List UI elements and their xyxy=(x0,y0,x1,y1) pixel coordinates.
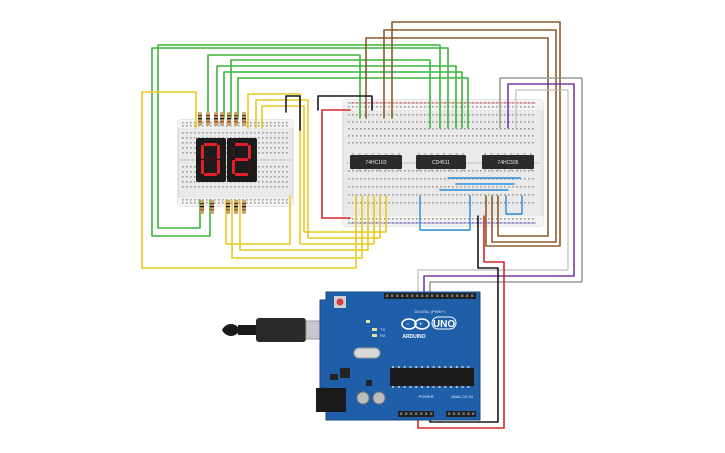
chip-label: CD4511 xyxy=(432,160,450,166)
wire-yellow[interactable] xyxy=(231,195,363,259)
resistor[interactable] xyxy=(210,200,214,214)
wire-yellow[interactable] xyxy=(225,195,291,245)
segment-e xyxy=(201,160,204,174)
segment-f xyxy=(201,145,204,159)
decimal-point xyxy=(221,173,225,177)
rx-label: RX xyxy=(380,333,386,338)
resistor[interactable] xyxy=(200,200,204,214)
chip-cd4511[interactable]: CD4511 xyxy=(416,155,466,169)
brand-name: ARDUINO xyxy=(402,334,425,340)
wire-yellow[interactable] xyxy=(141,91,357,269)
resistor[interactable] xyxy=(234,112,238,126)
atmega-chip xyxy=(390,368,474,386)
arduino-uno-board[interactable]: DIGITAL (PWM~) − + UNO ARDUINO TX RX xyxy=(316,291,481,421)
tx-label: TX xyxy=(380,327,385,332)
segment-g xyxy=(235,158,248,161)
power-header-label: POWER xyxy=(418,394,433,399)
resistor[interactable] xyxy=(242,200,246,214)
segment-c xyxy=(248,160,251,174)
resistor[interactable] xyxy=(220,112,224,126)
wire-brown[interactable] xyxy=(383,29,557,243)
resistor[interactable] xyxy=(198,112,202,126)
tx-led xyxy=(372,328,377,331)
wire-green[interactable] xyxy=(207,54,361,119)
segment-g xyxy=(204,158,217,161)
segment-b xyxy=(248,145,251,159)
wire-gray[interactable] xyxy=(429,77,583,295)
wire-green[interactable] xyxy=(151,47,449,237)
resistor[interactable] xyxy=(227,112,231,126)
wire-green[interactable] xyxy=(157,44,441,229)
usb-cable[interactable] xyxy=(222,318,331,342)
analog-header-label: ANALOG IN xyxy=(451,394,473,399)
svg-text:−: − xyxy=(406,322,410,328)
wire-red[interactable] xyxy=(417,215,505,429)
power-jack[interactable] xyxy=(316,388,346,412)
chip-74hc163[interactable]: 74HC163 xyxy=(350,155,402,169)
rx-led xyxy=(372,334,377,337)
wire-brown[interactable] xyxy=(391,21,561,247)
svg-text:+: + xyxy=(419,322,423,328)
board-model: UNO xyxy=(433,319,455,330)
segment-d xyxy=(235,173,248,176)
resistor[interactable] xyxy=(226,200,230,214)
decimal-point xyxy=(252,173,256,177)
wire-yellow[interactable] xyxy=(261,105,387,233)
wire-yellow[interactable] xyxy=(239,195,369,251)
seven-segment-display-ones xyxy=(227,138,257,182)
wire-green[interactable] xyxy=(237,77,469,129)
wire-yellow[interactable] xyxy=(255,99,381,239)
wire-yellow[interactable] xyxy=(247,93,375,245)
capacitor xyxy=(372,391,386,405)
digital-header-label: DIGITAL (PWM~) xyxy=(415,309,447,314)
segment-a xyxy=(235,143,248,146)
segment-a xyxy=(204,143,217,146)
capacitor xyxy=(356,391,370,405)
wire-black[interactable] xyxy=(317,95,373,111)
chip-label: 74HC595 xyxy=(497,160,518,166)
chip-74hc595[interactable]: 74HC595 xyxy=(482,155,534,169)
segment-b xyxy=(217,145,220,159)
seven-segment-display-tens xyxy=(196,138,226,182)
resistor[interactable] xyxy=(234,200,238,214)
resistor[interactable] xyxy=(242,112,246,126)
wire-purple[interactable] xyxy=(423,83,575,295)
segment-e xyxy=(232,160,235,174)
arduino-logo: − + xyxy=(401,318,430,330)
wire-green[interactable] xyxy=(216,65,457,129)
wire-brown[interactable] xyxy=(365,37,549,237)
wire-green[interactable] xyxy=(230,59,431,129)
wire-blue[interactable] xyxy=(419,195,471,231)
wire-red[interactable] xyxy=(321,109,351,219)
resistor[interactable] xyxy=(214,112,218,126)
wire-gray[interactable] xyxy=(417,89,569,295)
resistor[interactable] xyxy=(206,112,210,126)
segment-c xyxy=(217,160,220,174)
chip-label: 74HC163 xyxy=(365,160,386,166)
crystal xyxy=(353,347,381,359)
wire-black[interactable] xyxy=(285,95,301,131)
segment-f xyxy=(232,145,235,159)
wire-blue[interactable] xyxy=(505,195,523,215)
wire-green[interactable] xyxy=(223,71,463,129)
segment-d xyxy=(204,173,217,176)
